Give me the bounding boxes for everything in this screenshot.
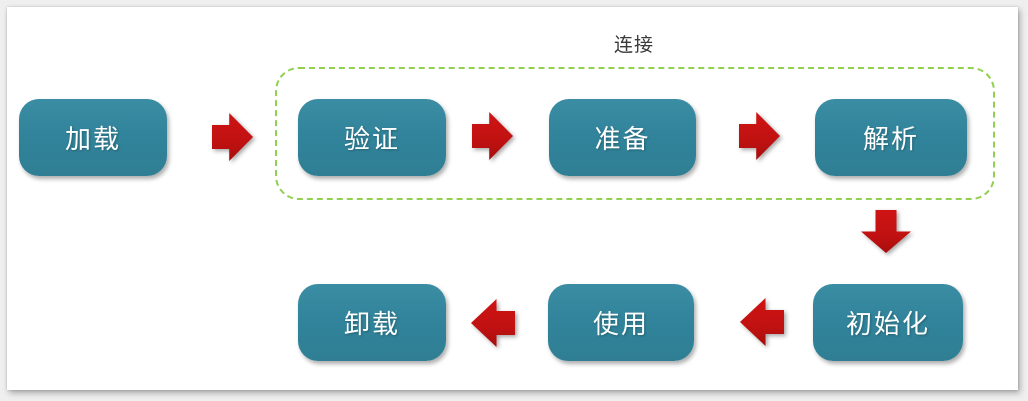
arrow-right-icon — [739, 112, 780, 160]
flow-node-initialize-label: 初始化 — [845, 309, 930, 339]
flow-node-prepare-label: 准备 — [594, 124, 651, 154]
flow-node-resolve: 解析 — [815, 99, 967, 176]
arrow-right-shape — [472, 112, 513, 160]
flow-node-unload-label: 卸载 — [343, 309, 400, 339]
flow-node-load-label: 加载 — [64, 124, 121, 154]
arrow-right-shape — [739, 112, 780, 160]
arrow-right-icon — [212, 113, 253, 161]
flow-node-use-label: 使用 — [592, 309, 649, 339]
link-group-label: 连接 — [613, 35, 654, 56]
flow-node-resolve-label: 解析 — [862, 124, 919, 154]
arrow-left-icon — [740, 298, 784, 346]
flow-node-prepare: 准备 — [549, 99, 696, 176]
link-group-outline — [275, 67, 995, 200]
flow-node-use: 使用 — [548, 284, 694, 361]
arrow-left-shape — [740, 298, 784, 346]
flow-node-load: 加载 — [19, 99, 167, 176]
flow-node-unload: 卸载 — [298, 284, 446, 361]
flow-node-verify-label: 验证 — [343, 124, 400, 154]
arrow-right-shape — [212, 113, 253, 161]
flow-node-initialize: 初始化 — [813, 284, 963, 361]
arrow-left-icon — [471, 299, 515, 347]
flow-node-verify: 验证 — [298, 99, 446, 176]
arrow-right-icon — [472, 112, 513, 160]
arrow-down-icon — [861, 210, 911, 253]
arrow-left-shape — [471, 299, 515, 347]
arrow-down-shape — [861, 210, 911, 253]
